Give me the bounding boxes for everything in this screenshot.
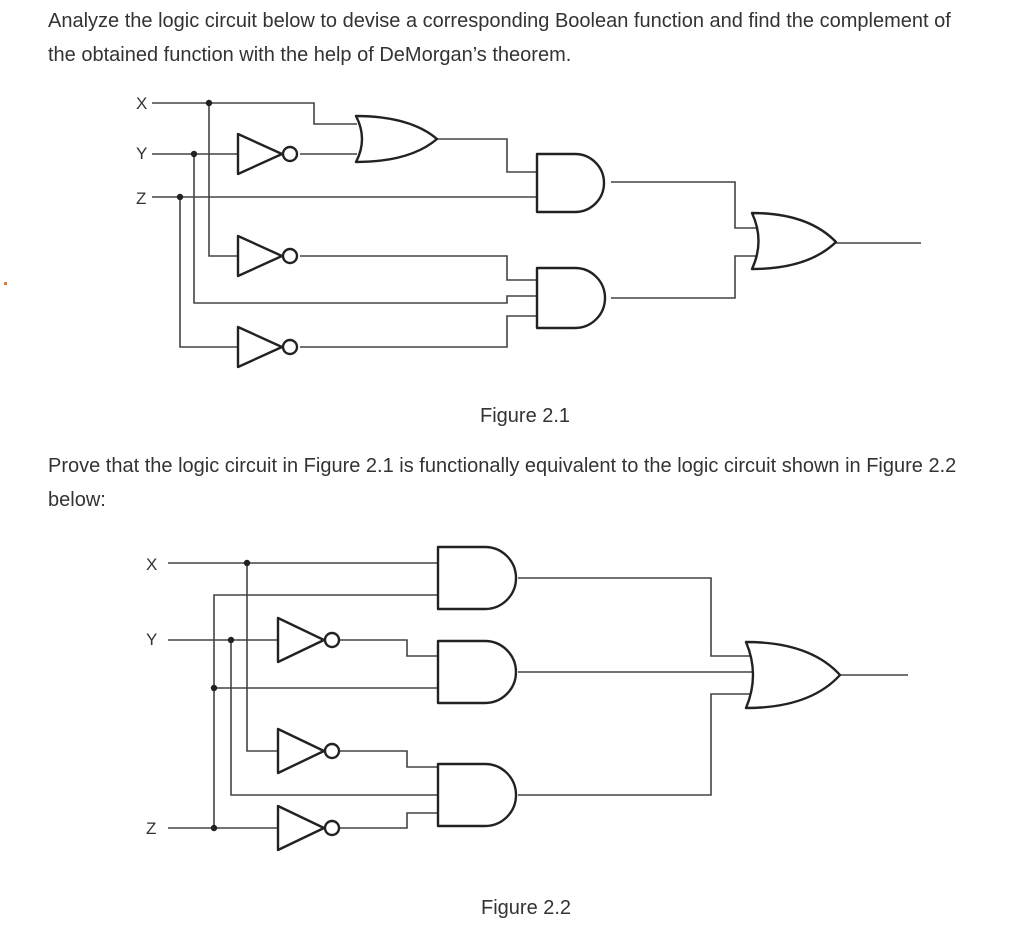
figure-2-1-junctions xyxy=(176,99,213,201)
not-gate xyxy=(236,234,284,278)
not-gate-bubble xyxy=(281,145,299,163)
or-gate xyxy=(750,211,838,271)
not-gate xyxy=(276,727,326,775)
input-label-y: Y xyxy=(136,144,147,163)
input-label-z: Z xyxy=(146,819,156,838)
input-label-x: X xyxy=(136,94,147,113)
and-gate xyxy=(436,545,518,611)
not-gate-bubble xyxy=(281,247,299,265)
not-gate xyxy=(276,616,326,664)
not-gate-bubble xyxy=(323,631,341,649)
not-gate-bubble xyxy=(281,338,299,356)
figure-2-1-wires xyxy=(152,102,921,348)
not-gate xyxy=(276,804,326,852)
not-gate xyxy=(236,132,284,176)
and-gate xyxy=(436,762,518,828)
question-intro: Analyze the logic circuit below to devis… xyxy=(48,10,951,66)
figure-2-2-caption: Figure 2.2 xyxy=(481,897,572,919)
or-gate xyxy=(744,640,842,710)
and-gate xyxy=(535,152,606,214)
figure-2-1-caption: Figure 2.1 xyxy=(480,405,571,427)
not-gate-bubble xyxy=(323,742,341,760)
input-label-y: Y xyxy=(146,630,157,649)
figure-2-2-junctions xyxy=(210,559,251,832)
question-prove: Prove that the logic circuit in Figure 2… xyxy=(48,455,957,511)
or-gate xyxy=(354,114,439,164)
and-gate xyxy=(535,266,607,330)
stray-mark xyxy=(4,282,7,285)
input-label-z: Z xyxy=(136,189,146,208)
not-gate xyxy=(236,325,284,369)
not-gate-bubble xyxy=(323,819,341,837)
and-gate xyxy=(436,639,518,705)
figure-2-2-wires xyxy=(168,562,908,829)
input-label-x: X xyxy=(146,555,157,574)
